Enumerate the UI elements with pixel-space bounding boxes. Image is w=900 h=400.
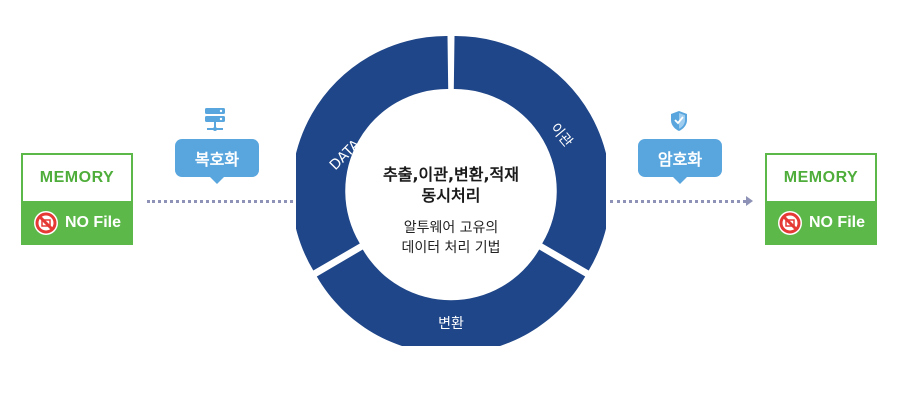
right-memory-status-label: NO File [808,214,865,231]
ring-segment-migration [453,36,606,271]
encrypt-step-bubble: 암호화 [638,139,722,184]
left-connector-line [147,200,293,203]
decrypt-step-label: 복호화 [194,150,240,169]
center-subtitle-line2: 데이터 처리 기법 [401,240,501,256]
server-icon [205,108,225,131]
center-subtitle-line1: 알투웨어 고유의 [403,220,499,236]
ring-center-disk [351,91,551,291]
left-memory-title: MEMORY [39,169,115,186]
right-connector-arrow [746,196,753,206]
right-memory-status: NO File [765,201,877,245]
ring-label-transform: 변환 [438,316,464,332]
no-entry-icon [33,211,58,235]
right-memory-box: MEMORY NO File [765,153,877,245]
left-memory-box: MEMORY NO File [21,153,133,245]
ring-segment-data [296,36,449,271]
right-memory-title: MEMORY [783,169,859,186]
center-title-line1: 추출,이관,변환,적재 [383,165,519,184]
process-ring: DATA 이관 변환 [296,36,606,346]
ring-segment-transform [316,249,586,346]
right-connector-line [610,200,746,203]
no-entry-icon [777,211,802,235]
shield-icon [671,111,687,131]
left-memory-status-label: NO File [64,214,121,231]
decrypt-step-bubble: 복호화 [175,139,259,184]
encrypt-step-label: 암호화 [657,150,703,169]
left-memory-status: NO File [21,201,133,245]
center-title-line2: 동시처리 [421,186,481,205]
